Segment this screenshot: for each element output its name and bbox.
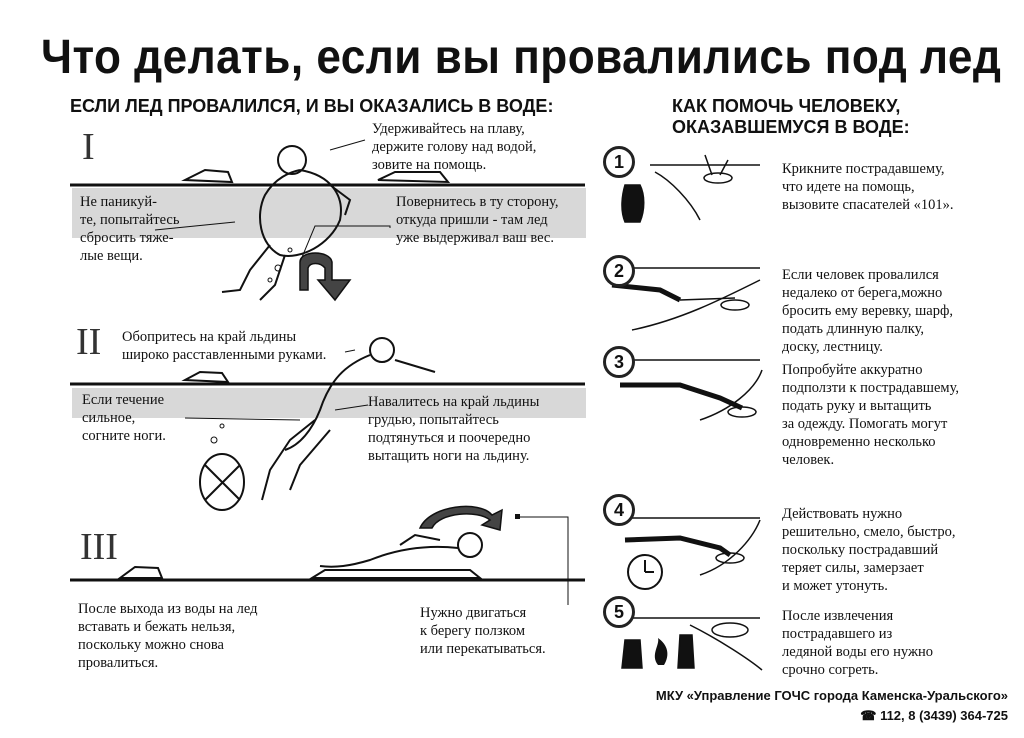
ice-floe: [181, 168, 234, 184]
step-number-2: 2: [603, 255, 635, 287]
step-numeral-1: I: [82, 126, 95, 168]
phone-numbers: 112, 8 (3439) 364-725: [880, 708, 1008, 723]
footer-phones: ☎ 112, 8 (3439) 364-725: [860, 708, 1008, 724]
step-numeral-2: II: [76, 321, 102, 363]
roll-arrow-icon: [418, 505, 503, 531]
clock-icon: [627, 554, 663, 590]
step-number-5: 5: [603, 596, 635, 628]
tip-stay-afloat: Удерживайтесь на плаву,держите голову на…: [372, 121, 537, 173]
step-numeral-3: III: [80, 526, 118, 568]
rescue-scene-4: [624, 517, 761, 576]
page-title: Что делать, если вы провалились под лед: [40, 31, 1002, 84]
help-step-1: Крикните пострадавшему,что идете на помо…: [782, 161, 954, 213]
turn-arrow-icon: [299, 252, 352, 302]
ice-floe: [377, 171, 451, 184]
water-band-2: [72, 388, 586, 418]
ice-floe: [308, 569, 483, 579]
ice-floe: [181, 370, 230, 384]
rescue-scene-1: [621, 154, 760, 223]
ice-floe: [116, 565, 164, 579]
right-heading: КАК ПОМОЧЬ ЧЕЛОВЕКУ,ОКАЗАВШЕМУСЯ В ВОДЕ:: [672, 96, 910, 137]
person-climbing-figure: [261, 337, 436, 501]
rescue-scene-5: [621, 617, 763, 671]
tip-turn-around: Повернитесь в ту сторону,откуда пришли -…: [396, 194, 559, 246]
step-number-4: 4: [603, 494, 635, 526]
footer-org: МКУ «Управление ГОЧС города Каменска-Ура…: [655, 688, 1008, 703]
fire-icon: [654, 638, 668, 665]
phone-icon: ☎: [860, 708, 877, 723]
left-heading: ЕСЛИ ЛЕД ПРОВАЛИЛСЯ, И ВЫ ОКАЗАЛИСЬ В ВО…: [70, 96, 554, 116]
rescue-scene-2: [611, 267, 761, 331]
step-number-3: 3: [603, 346, 635, 378]
person-crawling-figure: [319, 532, 483, 568]
rescue-scene-3: [620, 359, 763, 421]
backpack-icon: [199, 453, 245, 511]
person-in-water-figure: [221, 145, 352, 301]
step-number-1: 1: [603, 146, 635, 178]
